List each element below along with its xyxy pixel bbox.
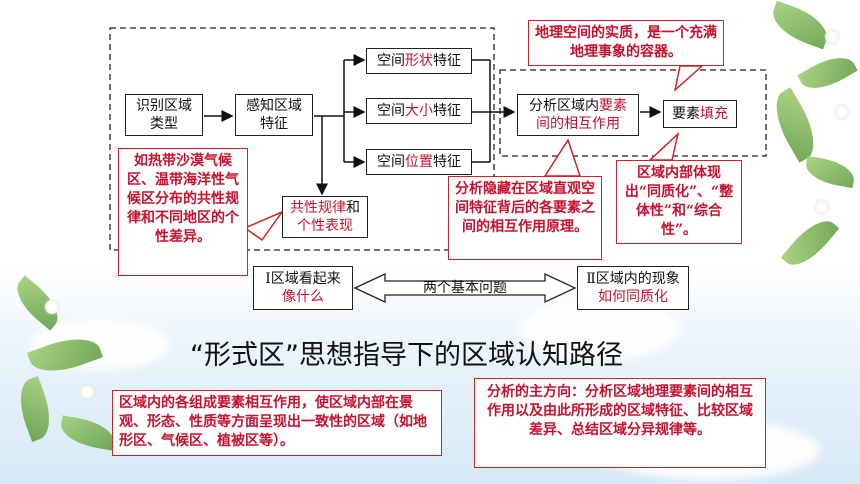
common-individual-node: 共性规律和个性表现 (282, 196, 368, 238)
q2-highlight: 如何同质化 (598, 289, 668, 305)
space-size-node: 空间大小特征 (366, 98, 472, 124)
space-position-node: 空间位置特征 (366, 149, 472, 175)
hidden-principle-callout: 分析隐藏在区域直观空间特征背后的各要素之间的相互作用原理。 (448, 176, 602, 260)
common-mid: 和 (346, 200, 360, 216)
homogeneity-callout: 区域内部体现出“同质化”、“整体性”和“综合性”。 (616, 160, 742, 244)
size-highlight: 大小 (405, 103, 433, 119)
analyze-pre: 分析区域内 (529, 98, 599, 114)
question-two-node: Ⅱ区域内的现象如何同质化 (577, 266, 689, 310)
flower-decoration (825, 30, 839, 44)
fill-pre: 要素 (672, 106, 700, 122)
q2-pre: Ⅱ区域内的现象 (586, 271, 680, 287)
position-pre: 空间 (377, 154, 405, 170)
common-highlight: 共性规律 (290, 200, 346, 216)
perceive-region-feature-node: 感知区域特征 (235, 94, 313, 136)
flower-decoration (80, 385, 94, 399)
position-post: 特征 (433, 154, 461, 170)
size-post: 特征 (433, 103, 461, 119)
perceive-label: 感知区域特征 (246, 98, 302, 132)
flower-decoration (815, 200, 829, 214)
two-basic-questions-label: 两个基本问题 (423, 280, 507, 296)
shape-post: 特征 (433, 53, 461, 69)
shape-pre: 空间 (377, 53, 405, 69)
position-highlight: 位置 (405, 154, 433, 170)
space-shape-node: 空间形状特征 (366, 48, 472, 74)
individual-highlight: 个性表现 (297, 218, 353, 234)
flower-decoration (45, 300, 59, 314)
page-title: “形式区”思想指导下的区域认知路径 (190, 340, 623, 371)
fill-highlight: 填充 (700, 106, 728, 122)
main-direction-callout: 分析的主方向：分析区域地理要素间的相互作用以及由此所形成的区域特征、比较区域差异… (474, 378, 766, 468)
q1-pre: Ⅰ区域看起来 (265, 271, 341, 287)
analyze-highlight: 要素间的相互作用 (536, 98, 627, 132)
analyze-interaction-node: 分析区域内要素间的相互作用 (517, 94, 639, 136)
size-pre: 空间 (377, 103, 405, 119)
q1-highlight: 像什么 (282, 289, 324, 305)
question-one-node: Ⅰ区域看起来像什么 (253, 266, 353, 310)
element-fill-node: 要素填充 (663, 100, 737, 128)
flower-decoration (835, 105, 849, 119)
interaction-callout: 区域内的各组成要素相互作用，使区域内部在景观、形态、性质等方面呈现出一致性的区域… (112, 390, 442, 456)
space-essence-callout: 地理空间的实质，是一个充满地理事象的容器。 (528, 20, 724, 66)
example-callout: 如热带沙漠气候区、温带海洋性气候区分布的共性规律和不同地区的个性差异。 (118, 148, 248, 276)
identify-label: 识别区域类型 (136, 98, 192, 132)
cloud (520, 300, 680, 360)
identify-region-type-node: 识别区域类型 (125, 94, 203, 136)
shape-highlight: 形状 (405, 53, 433, 69)
